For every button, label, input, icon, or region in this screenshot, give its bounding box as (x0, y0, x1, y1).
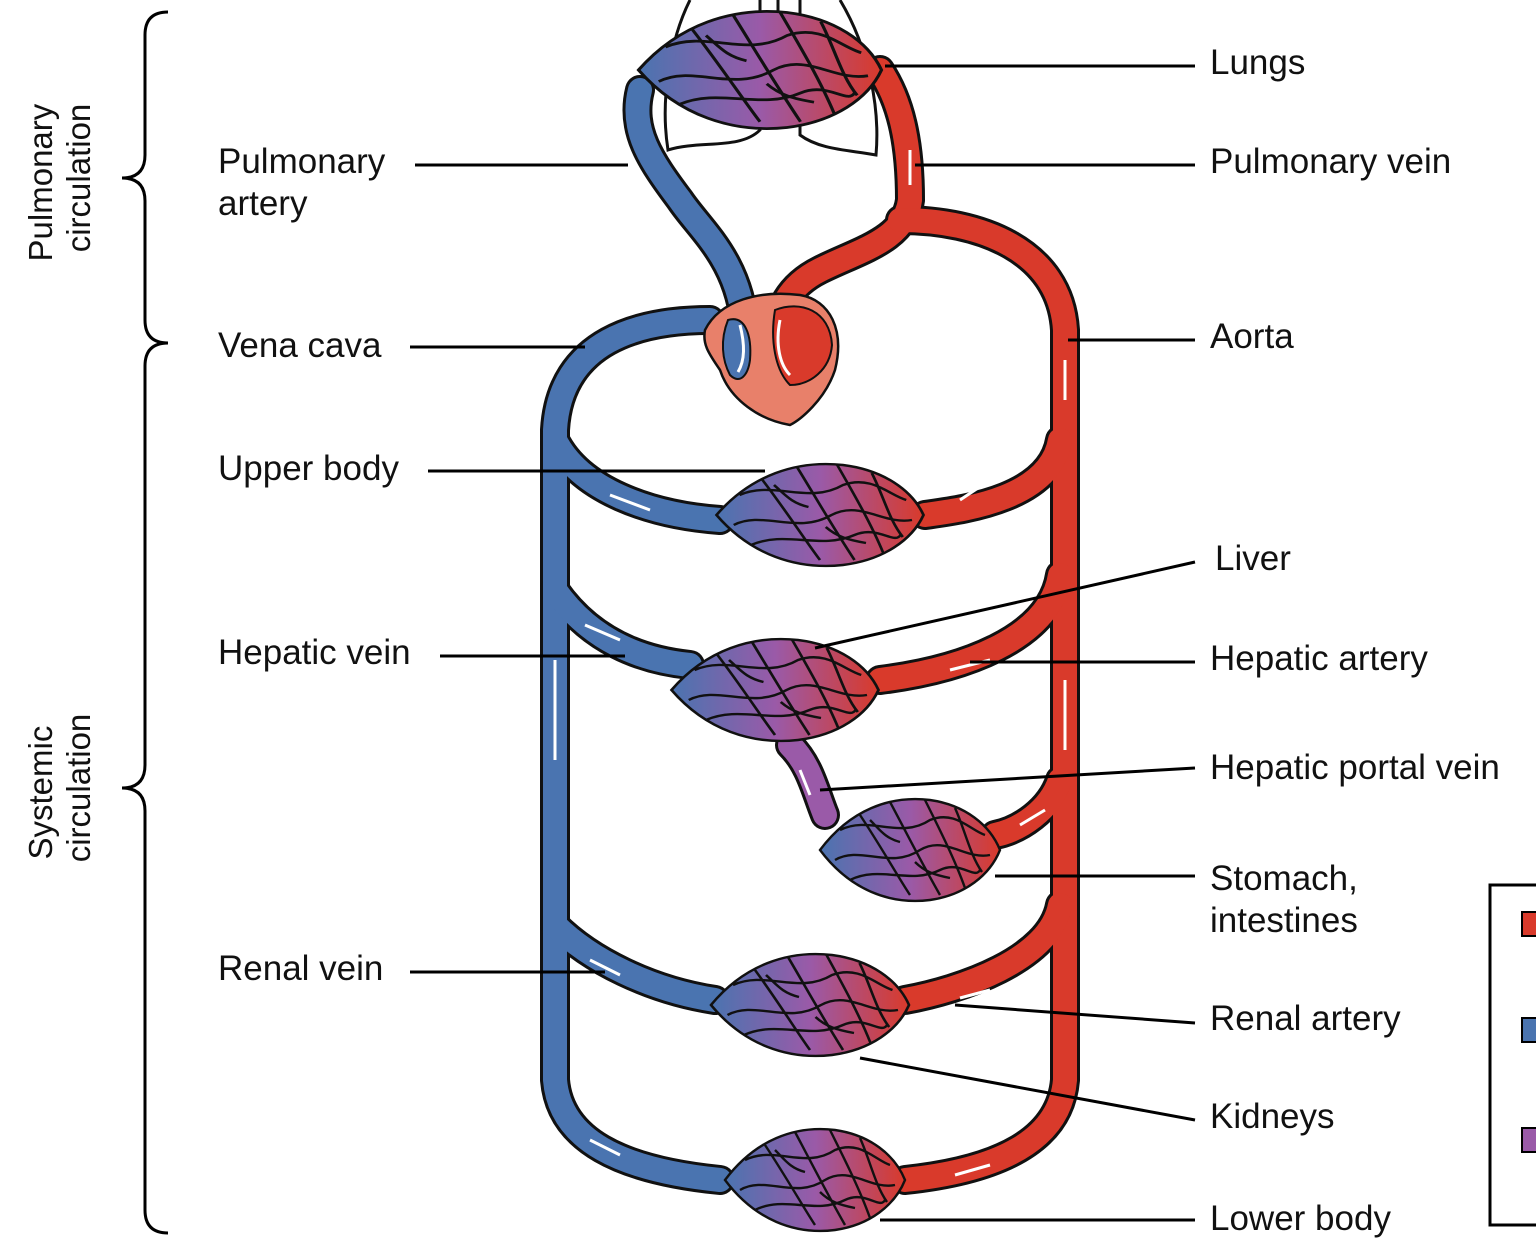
label-lungs: Lungs (1210, 43, 1305, 82)
heart (704, 294, 838, 425)
label-kidneys: Kidneys (1210, 1097, 1335, 1136)
pulmonary-brace (122, 12, 168, 343)
pulmonary-section-title: Pulmonary circulation (22, 95, 97, 262)
systemic-section-title: Systemic circulation (22, 714, 97, 863)
label-upper-body: Upper body (218, 449, 399, 488)
leader-hepatic-portal-vein (820, 768, 1195, 790)
label-renal-artery: Renal artery (1210, 999, 1401, 1038)
label-lower-body: Lower body (1210, 1199, 1391, 1238)
liver-capillary-bed (672, 639, 879, 741)
label-renal-vein: Renal vein (218, 949, 383, 988)
label-hepatic-artery: Hepatic artery (1210, 639, 1428, 678)
leader-kidneys (860, 1058, 1195, 1120)
label-vena-cava: Vena cava (218, 326, 382, 365)
label-aorta: Aorta (1210, 317, 1294, 356)
kidney-capillary-bed (711, 954, 909, 1056)
label-liver: Liver (1215, 539, 1291, 578)
legend (1490, 885, 1536, 1225)
label-hepatic-portal-vein: Hepatic portal vein (1210, 748, 1500, 787)
label-pulmonary-artery: Pulmonary artery (218, 142, 395, 223)
upper-body-capillary-bed (717, 464, 924, 566)
legend-swatch-capillary (1522, 1128, 1536, 1152)
label-pulmonary-vein: Pulmonary vein (1210, 142, 1451, 181)
lung-capillary-bed (639, 11, 882, 128)
stomach-capillary-bed (820, 799, 1000, 901)
label-stomach-intestines: Stomach, intestines (1210, 859, 1368, 940)
legend-swatch-oxygenated (1522, 912, 1536, 936)
systemic-brace (122, 343, 168, 1233)
legend-swatch-deoxygenated (1522, 1018, 1536, 1042)
label-hepatic-vein: Hepatic vein (218, 633, 411, 672)
lower-body-capillary-bed (725, 1129, 905, 1231)
